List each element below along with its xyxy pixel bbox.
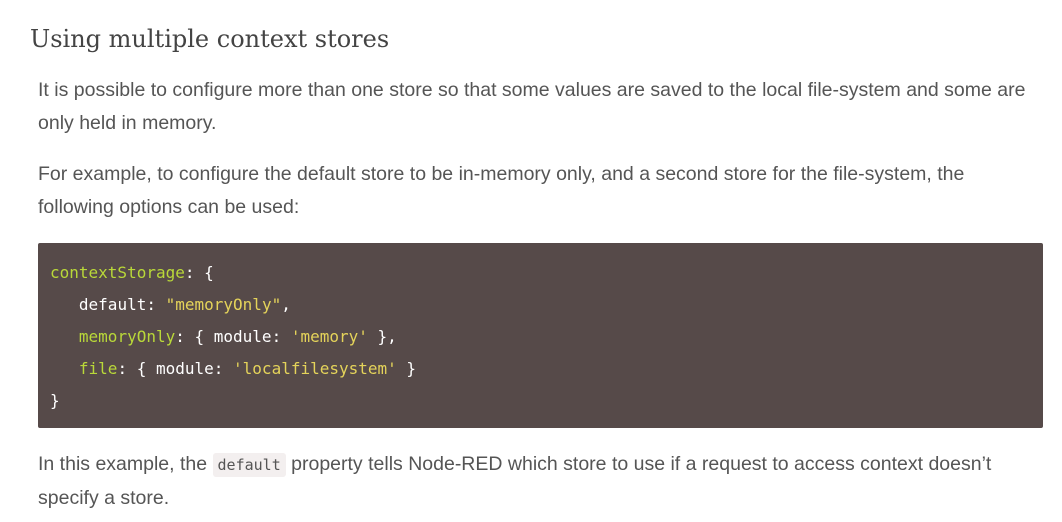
code-indent <box>50 359 79 378</box>
code-indent <box>50 327 79 346</box>
code-indent <box>50 295 79 314</box>
code-key: contextStorage <box>50 263 185 282</box>
section-heading: Using multiple context stores <box>30 25 390 53</box>
paragraph-intro: It is possible to configure more than on… <box>38 79 1026 134</box>
code-string: "memoryOnly" <box>165 295 282 314</box>
code-key: default <box>78 295 147 314</box>
code-line-1: contextStorage: { <box>50 257 1043 289</box>
code-line-2: default: "memoryOnly", <box>50 289 1043 321</box>
paragraph-example: For example, to configure the default st… <box>38 163 965 218</box>
paragraph-text: In this example, the <box>38 453 213 475</box>
code-punct: }, <box>367 327 397 346</box>
code-punct: : { module: <box>117 359 234 378</box>
code-key: file <box>78 359 118 378</box>
code-punct: : <box>146 295 166 314</box>
code-string: 'localfilesystem' <box>233 359 397 378</box>
code-punct: : { module: <box>175 327 291 346</box>
code-line-3: memoryOnly: { module: 'memory' }, <box>50 321 1043 353</box>
code-punct: } <box>396 359 417 378</box>
paragraph-text: property tells Node-RED which store to u… <box>38 453 992 509</box>
code-line-5: } <box>50 385 1043 417</box>
inline-code: default <box>212 453 286 477</box>
code-key: memoryOnly <box>78 327 176 346</box>
code-block: contextStorage: { default: "memoryOnly",… <box>38 243 1043 428</box>
code-string: 'memory' <box>290 327 368 346</box>
code-punct: } <box>50 391 60 410</box>
code-punct: : { <box>184 263 214 282</box>
code-punct: , <box>281 295 291 314</box>
code-line-4: file: { module: 'localfilesystem' } <box>50 353 1043 385</box>
paragraph-explanation: In this example, the default property te… <box>38 448 1028 515</box>
